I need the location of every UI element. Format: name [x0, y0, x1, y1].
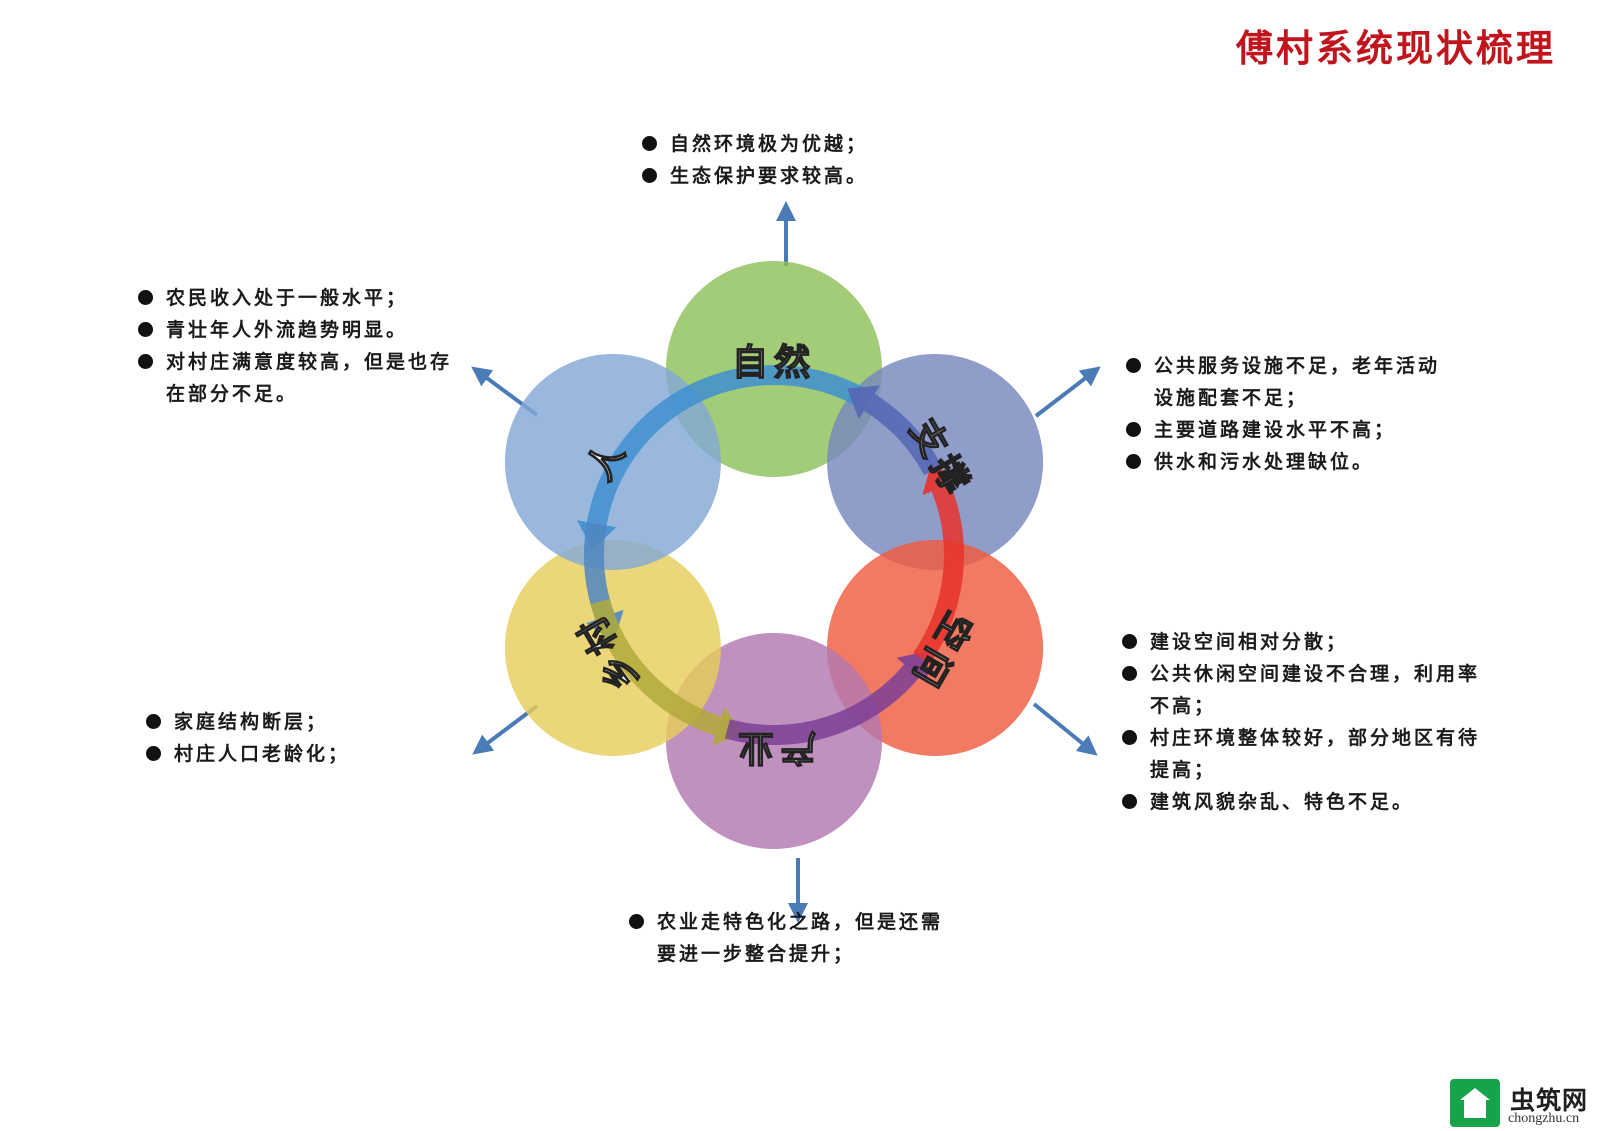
- note-item: 农业走特色化之路，但是还需要进一步整合提升；: [627, 906, 957, 970]
- cycle-village-to-industry: [590, 598, 722, 736]
- bullet-icon: [1126, 358, 1141, 373]
- arrow-to-notes-village: [472, 704, 539, 755]
- logo-name: 虫筑网: [1510, 1086, 1589, 1115]
- bullet-icon: [629, 914, 644, 929]
- house-icon: [1450, 1079, 1500, 1127]
- bullet-icon: [1122, 634, 1137, 649]
- bullet-icon: [1122, 730, 1137, 745]
- note-item: 青壮年人外流趋势明显。: [136, 314, 466, 346]
- note-item: 建设空间相对分散；: [1120, 626, 1500, 658]
- bullet-icon: [1122, 794, 1137, 809]
- bullet-icon: [1122, 666, 1137, 681]
- arrow-to-notes-space: [1032, 702, 1098, 756]
- arrowhead-cycle-industry-to-space: [896, 650, 929, 684]
- bullet-icon: [138, 322, 153, 337]
- arrowhead-cycle-support-to-nature: [847, 385, 880, 420]
- note-item: 主要道路建设水平不高；: [1124, 414, 1454, 446]
- bullet-icon: [1126, 422, 1141, 437]
- label-nature: 自然: [732, 342, 816, 384]
- site-logo[interactable]: 虫筑网 chongzhu.cn: [1450, 1079, 1590, 1131]
- logo-url: chongzhu.cn: [1508, 1111, 1580, 1126]
- cycle-space-to-support: [913, 483, 964, 664]
- notes-support: 公共服务设施不足，老年活动设施配套不足； 主要道路建设水平不高； 供水和污水处理…: [1124, 350, 1454, 478]
- note-item: 供水和污水处理缺位。: [1124, 446, 1454, 478]
- note-item: 农民收入处于一般水平；: [136, 282, 466, 314]
- outer-arrows: [471, 201, 1101, 923]
- arrowhead-cycle-space-to-support: [922, 463, 960, 496]
- label-industry: 产业: [732, 727, 816, 768]
- bullet-icon: [146, 746, 161, 761]
- bullet-icon: [1126, 454, 1141, 469]
- note-item: 村庄人口老龄化；: [144, 738, 350, 770]
- arrow-to-notes-support: [1034, 366, 1101, 418]
- cycle-ring: [577, 365, 964, 746]
- cycle-nature-to-people: [586, 365, 864, 526]
- notes-nature: 自然环境极为优越； 生态保护要求较高。: [640, 128, 868, 192]
- note-item: 对村庄满意度较高，但是也存在部分不足。: [136, 346, 466, 410]
- bullet-icon: [642, 136, 657, 151]
- note-item: 村庄环境整体较好，部分地区有待提高；: [1120, 722, 1500, 786]
- note-item: 生态保护要求较高。: [640, 160, 868, 192]
- bullet-icon: [138, 290, 153, 305]
- note-item: 公共服务设施不足，老年活动设施配套不足；: [1124, 350, 1454, 414]
- notes-space: 建设空间相对分散； 公共休闲空间建设不合理，利用率不高； 村庄环境整体较好，部分…: [1120, 626, 1500, 818]
- notes-industry: 农业走特色化之路，但是还需要进一步整合提升；: [627, 906, 957, 970]
- cycle-support-to-nature: [863, 393, 942, 476]
- bullet-icon: [138, 354, 153, 369]
- note-item: 建筑风貌杂乱、特色不足。: [1120, 786, 1500, 818]
- bullet-icon: [642, 168, 657, 183]
- bullet-icon: [146, 714, 161, 729]
- note-item: 家庭结构断层；: [144, 706, 350, 738]
- note-item: 自然环境极为优越；: [640, 128, 868, 160]
- notes-people: 农民收入处于一般水平； 青壮年人外流趋势明显。 对村庄满意度较高，但是也存在部分…: [136, 282, 466, 410]
- page-title: 傅村系统现状梳理: [1236, 26, 1556, 70]
- note-item: 公共休闲空间建设不合理，利用率不高；: [1120, 658, 1500, 722]
- cycle-industry-to-space: [724, 664, 920, 745]
- notes-village: 家庭结构断层； 村庄人口老龄化；: [144, 706, 350, 770]
